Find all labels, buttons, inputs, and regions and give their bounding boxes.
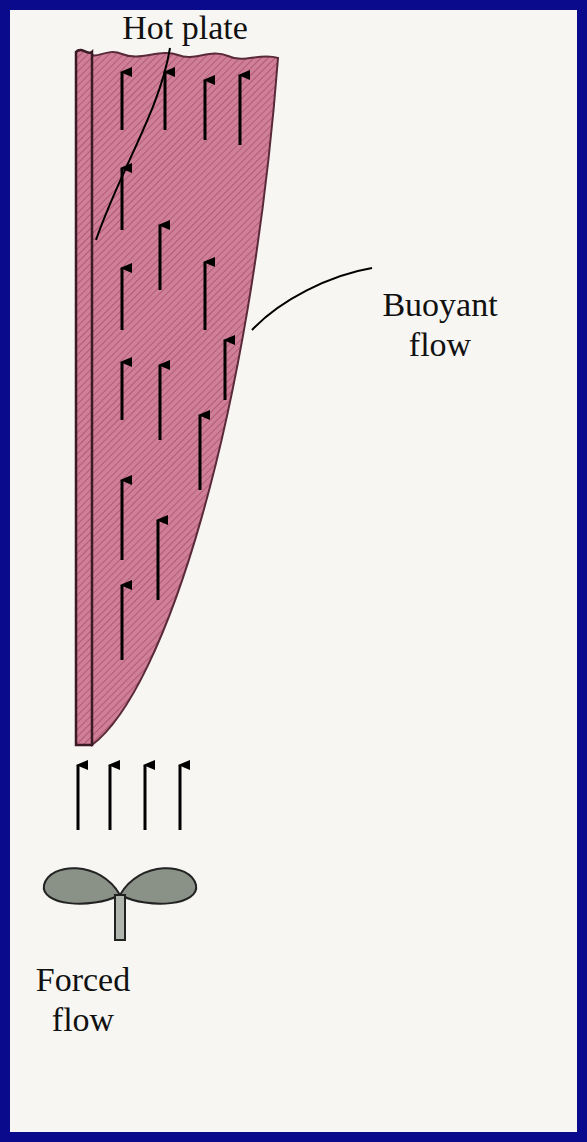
buoyant-flow-region: [92, 52, 278, 745]
forced-flow-label: Forced flow: [8, 960, 158, 1040]
hot-plate-label: Hot plate: [95, 8, 275, 48]
leader-lines: [96, 48, 372, 330]
hot-plate: [76, 50, 92, 745]
fan-symbol: [44, 868, 196, 940]
forced-flow-arrows: [78, 765, 180, 830]
flow-arrows: [122, 72, 240, 660]
buoyant-flow-label: Buoyant flow: [355, 285, 525, 365]
